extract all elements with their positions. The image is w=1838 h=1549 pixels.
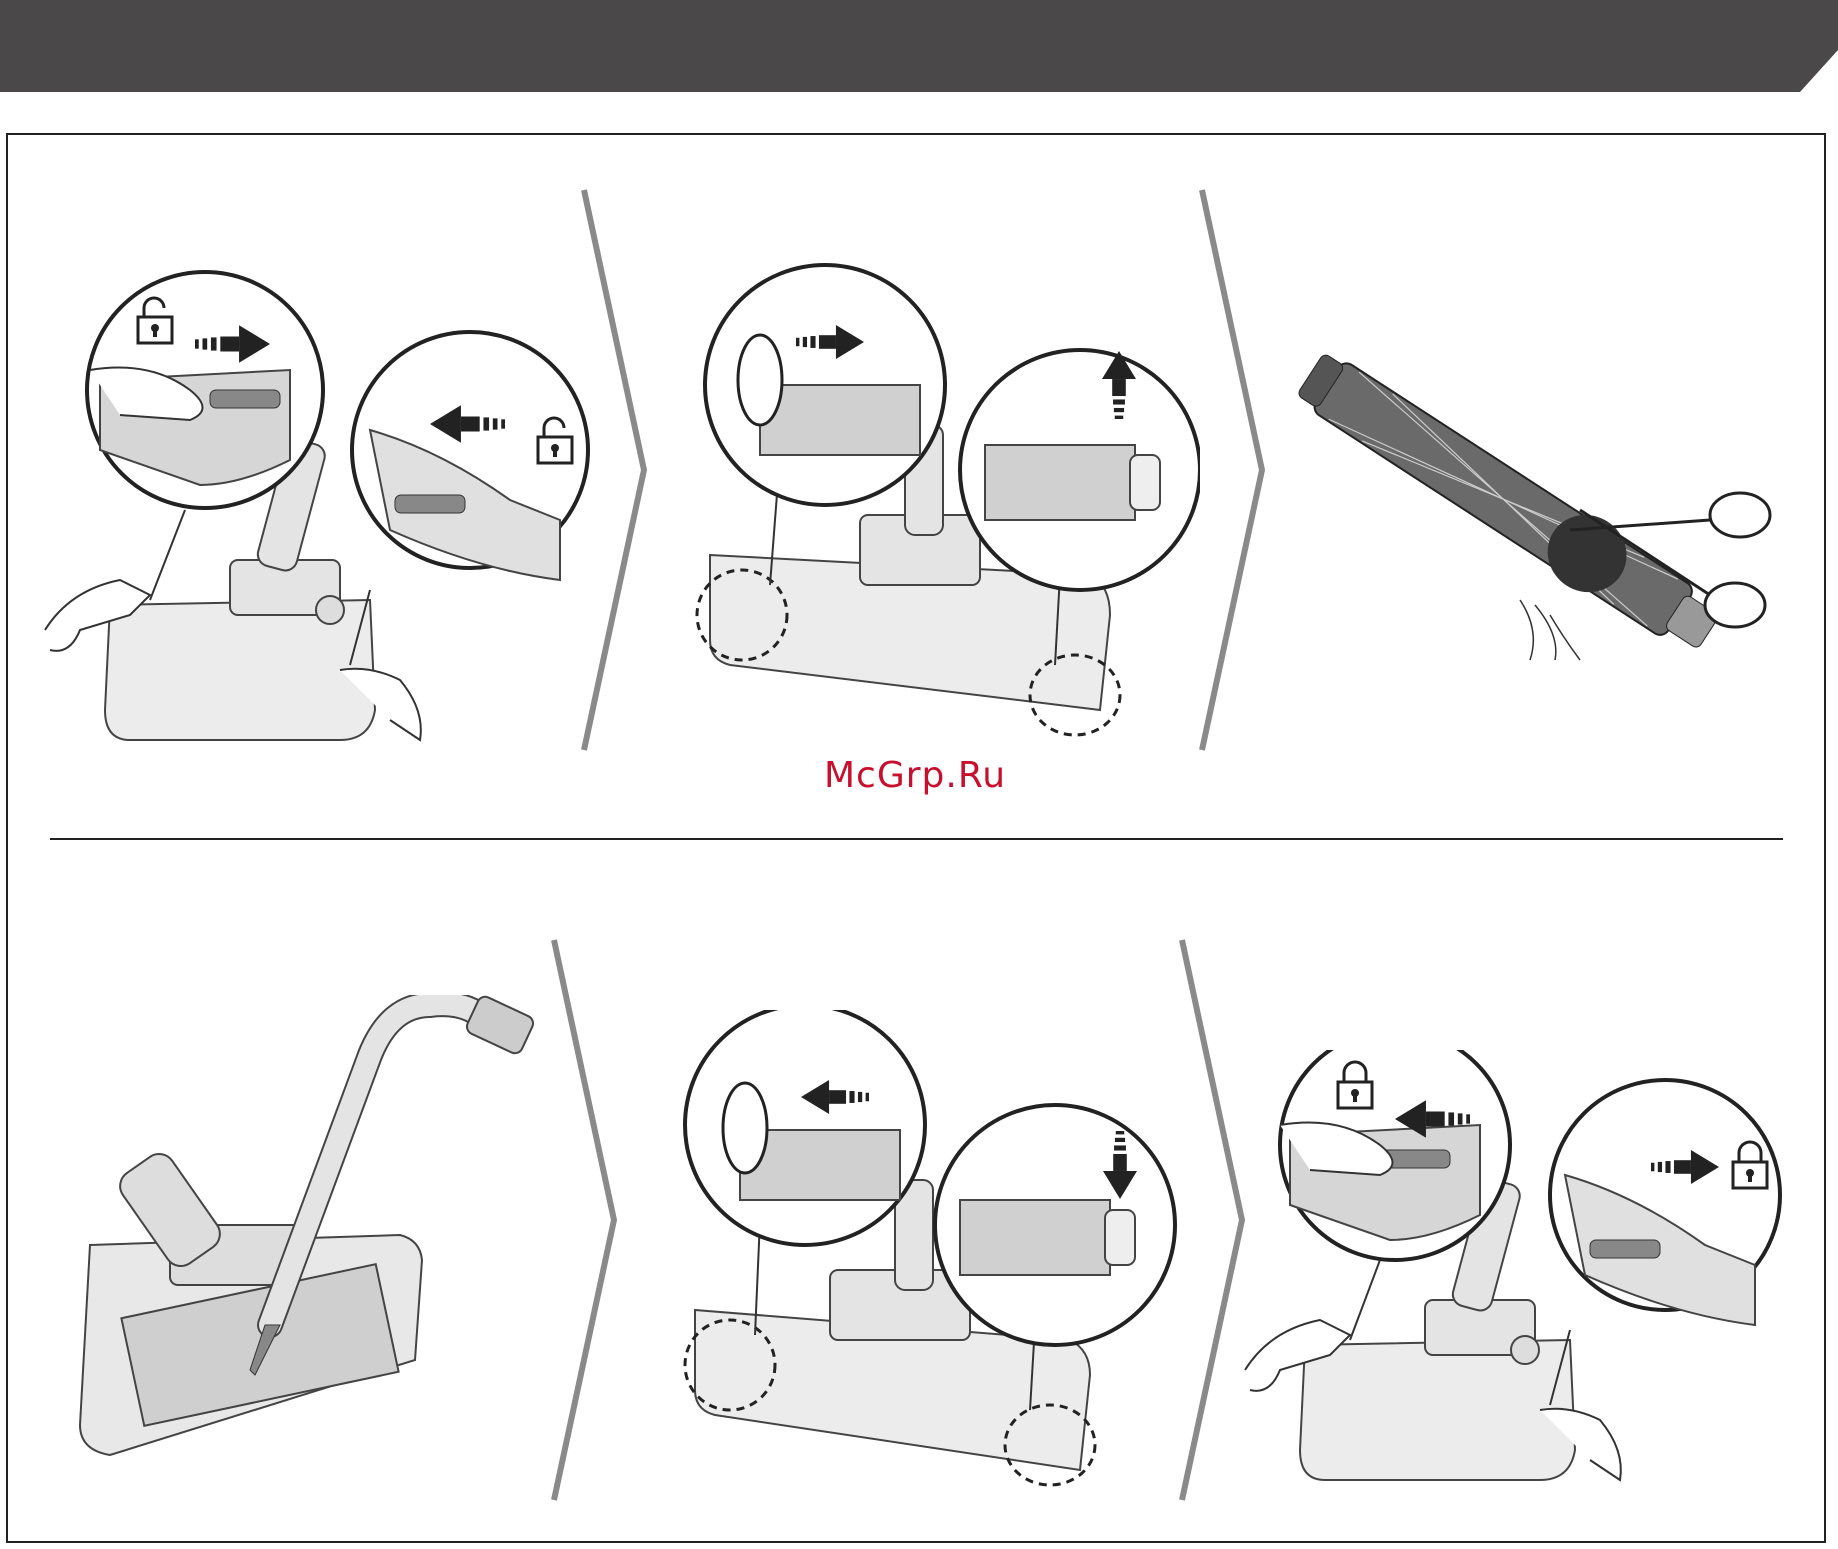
step-3-cut-hair-illustration [1270,330,1790,690]
step-4-vacuum-nozzle-illustration [70,995,570,1465]
step-1-unlock-illustration [40,270,600,770]
step-2-remove-brush-illustration [660,255,1200,755]
step-6-lock-illustration [1240,1050,1800,1510]
step-5-insert-brush-illustration [650,1010,1190,1500]
separator-bottom-2 [1182,940,1242,1500]
separator-top-2 [1202,190,1262,750]
